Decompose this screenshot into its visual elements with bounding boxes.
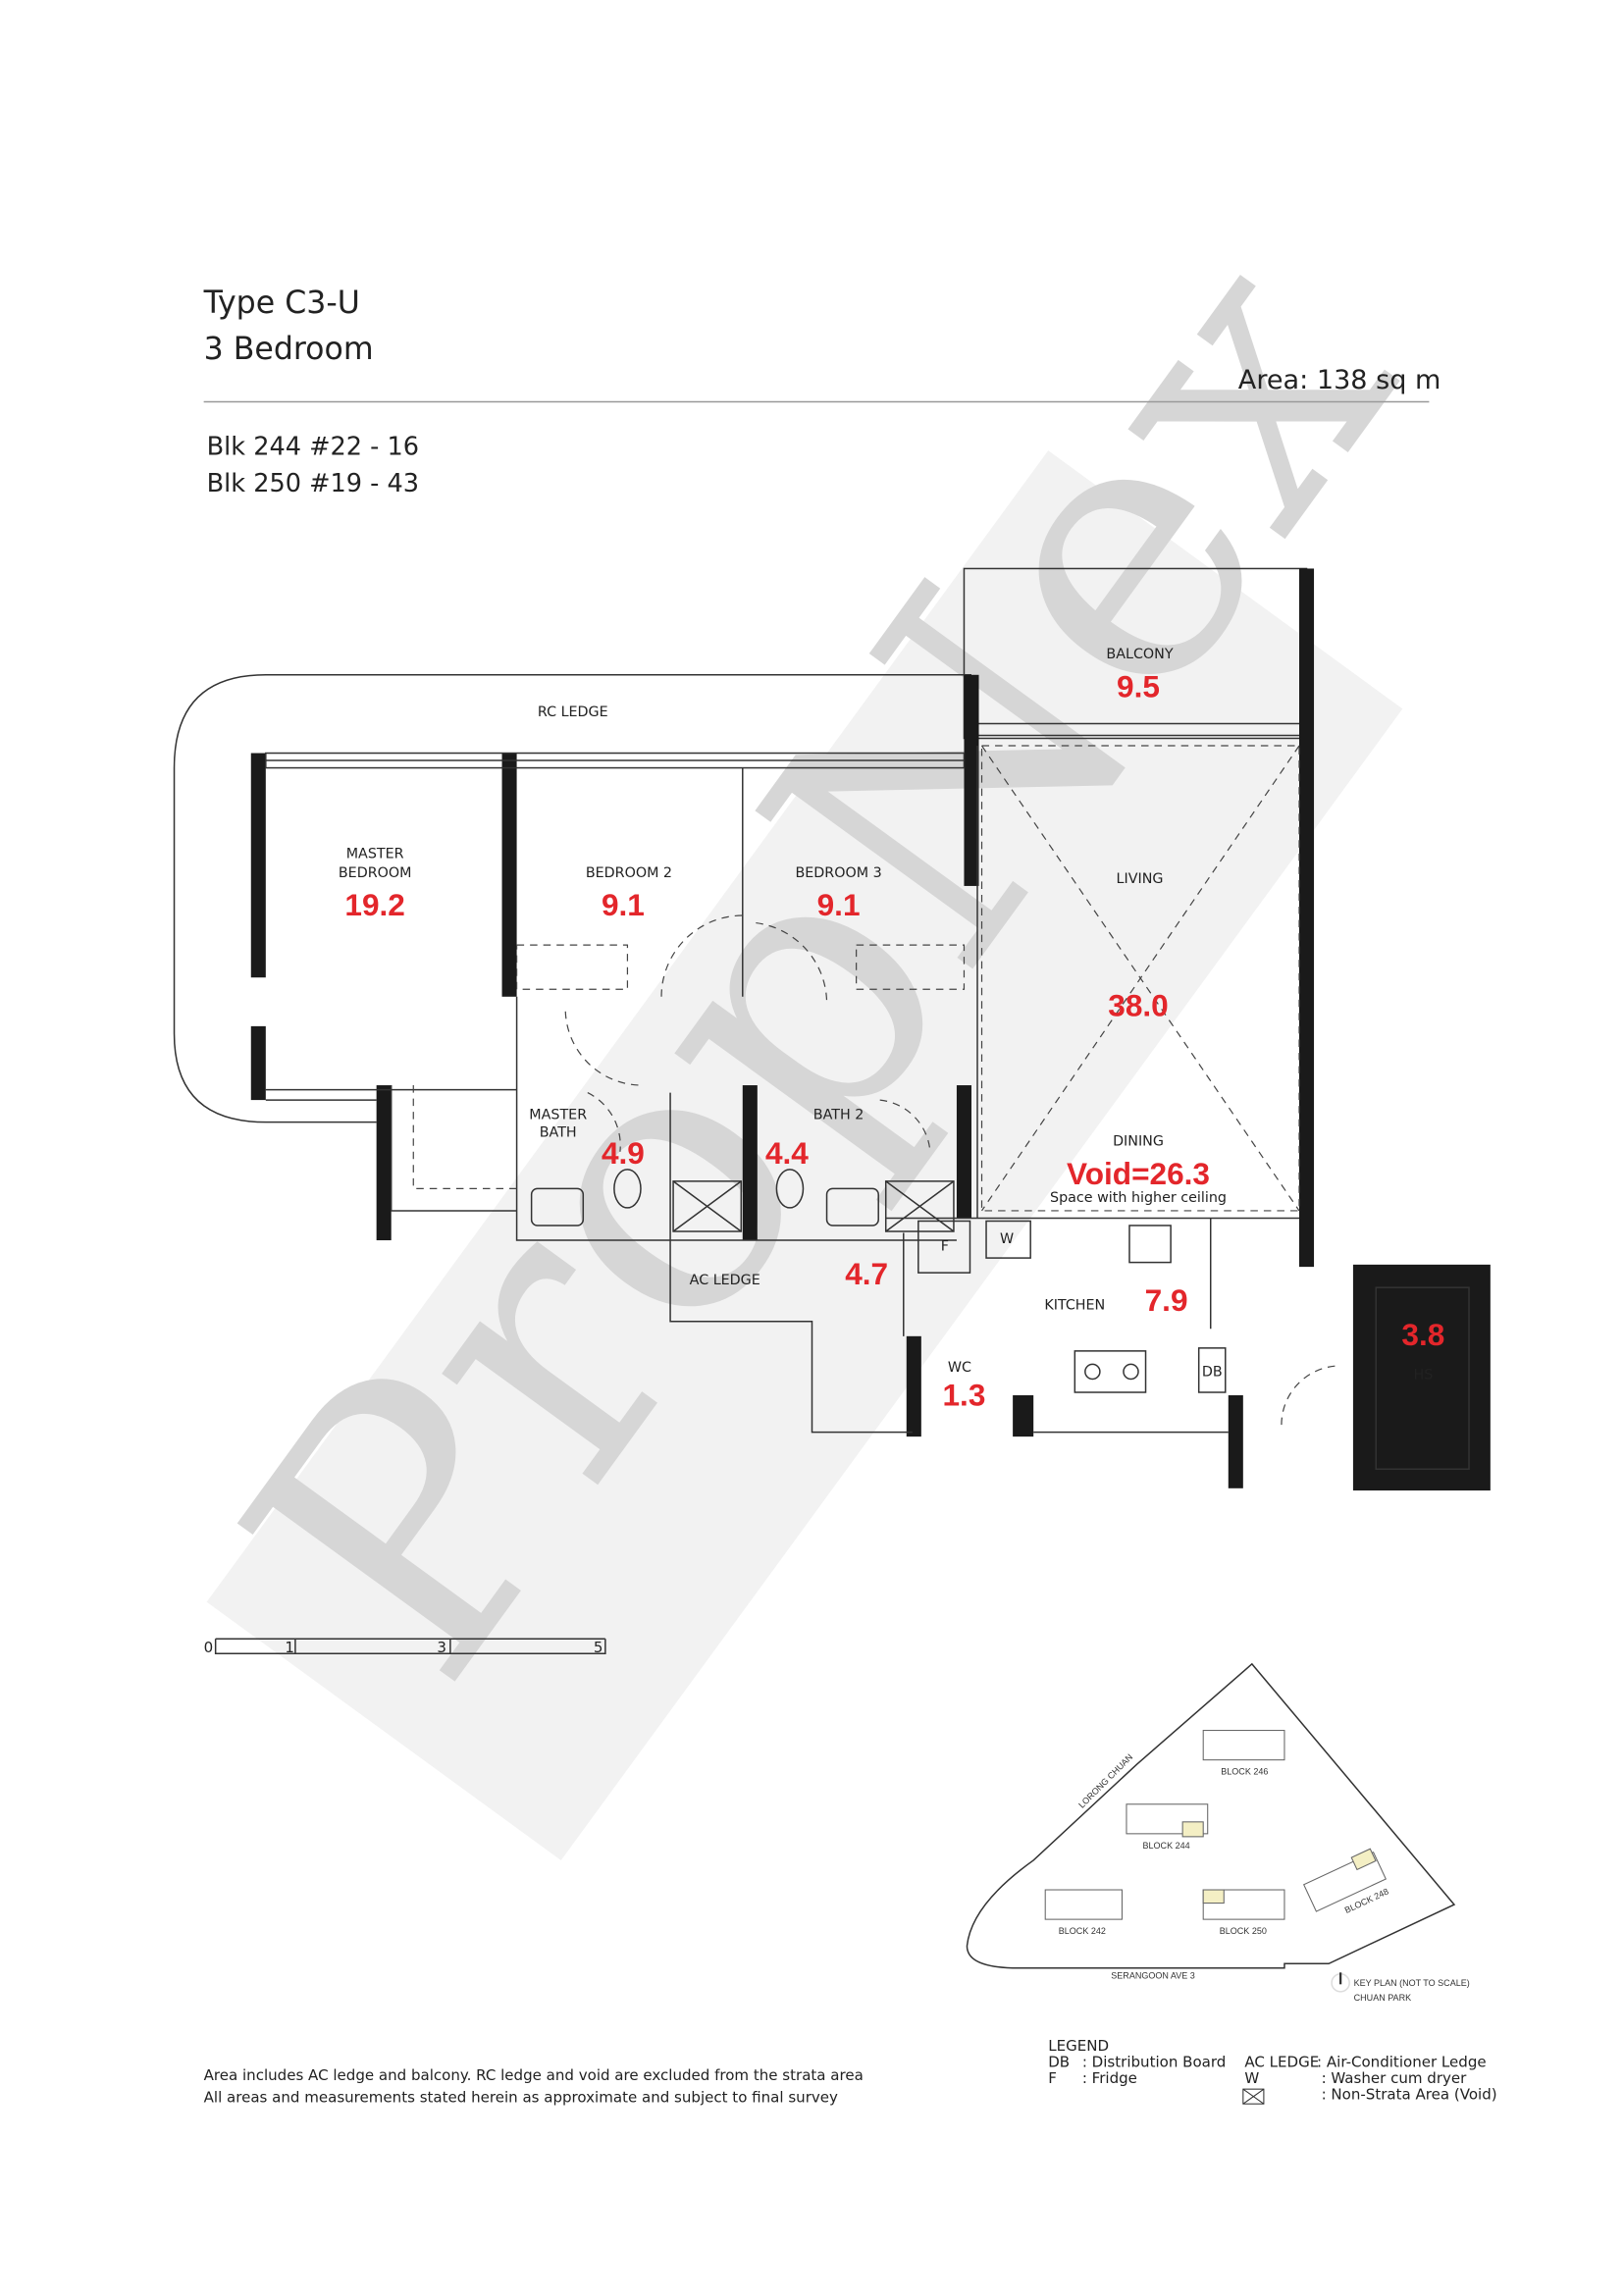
void-marker [672, 1180, 955, 1232]
master-bedroom-label: MASTER [346, 846, 404, 861]
dining-void-area: Void=26.3 [1067, 1156, 1210, 1191]
wc-label: WC [948, 1360, 971, 1376]
dining-label: DINING [1113, 1134, 1164, 1150]
ac-ledge-area: 4.7 [845, 1256, 888, 1291]
hs-label: HS [1413, 1367, 1433, 1383]
master-bath-label: MASTER [529, 1108, 587, 1123]
legend-value-f: : Fridge [1082, 2069, 1137, 2087]
scale-label-3: 3 [437, 1639, 446, 1656]
balcony-area: 9.5 [1117, 668, 1160, 704]
bedroom2-label: BEDROOM 2 [586, 865, 672, 881]
unit-area: Area: 138 sq m [1238, 365, 1441, 395]
scale-bar: 0 1 3 5 [204, 1638, 606, 1656]
void-legend-icon [1242, 2088, 1265, 2105]
scale-label-5: 5 [594, 1639, 603, 1656]
legend-title: LEGEND [1048, 2037, 1109, 2055]
bath2-area: 4.4 [765, 1135, 809, 1171]
bedroom2-area: 9.1 [602, 887, 645, 922]
legend-value-db: : Distribution Board [1082, 2054, 1227, 2071]
master-bedroom-area: 19.2 [344, 887, 404, 922]
kitchen-label: KITCHEN [1044, 1298, 1105, 1314]
hs-area: 3.8 [1401, 1317, 1444, 1352]
legend-value-void: : Non-Strata Area (Void) [1322, 2086, 1497, 2104]
key-plan-title: KEY PLAN (NOT TO SCALE) [1354, 1978, 1470, 1988]
note-survey: All areas and measurements stated herein… [204, 2089, 838, 2107]
ac-ledge-label: AC LEDGE [690, 1273, 760, 1288]
living-label: LIVING [1117, 871, 1164, 887]
legend-key-ac: AC LEDGE [1244, 2054, 1319, 2071]
washer-label: W [1000, 1231, 1014, 1247]
legend-key-db: DB [1048, 2054, 1070, 2071]
living-area: 38.0 [1108, 987, 1168, 1022]
unit-block-2: Blk 250 #19 - 43 [207, 469, 419, 498]
block-248-label: BLOCK 248 [1343, 1887, 1390, 1915]
bedroom3-label: BEDROOM 3 [795, 865, 881, 881]
fridge-label: F [941, 1239, 949, 1255]
unit-block-1: Blk 244 #22 - 16 [207, 433, 419, 462]
bedroom3-area: 9.1 [817, 887, 861, 922]
block-250-label: BLOCK 250 [1220, 1926, 1267, 1936]
balcony-label: BALCONY [1106, 647, 1173, 662]
legend-key-w: W [1244, 2069, 1259, 2087]
master-bedroom-label-2: BEDROOM [339, 865, 412, 881]
scale-label-1: 1 [285, 1639, 294, 1656]
legend: LEGEND DB : Distribution Board F : Fridg… [1048, 2037, 1497, 2105]
key-plan: BLOCK 246 BLOCK 244 BLOCK 242 BLOCK 250 … [966, 1662, 1470, 2003]
block-246-label: BLOCK 246 [1221, 1767, 1268, 1777]
block-244-label: BLOCK 244 [1143, 1841, 1190, 1851]
db-label: DB [1202, 1364, 1223, 1380]
master-bath-area: 4.9 [602, 1135, 645, 1171]
legend-value-w: : Washer cum dryer [1322, 2069, 1468, 2087]
block-242-label: BLOCK 242 [1059, 1926, 1106, 1936]
key-plan-project: CHUAN PARK [1354, 1993, 1411, 2003]
bath2-label: BATH 2 [813, 1108, 864, 1123]
rc-ledge-outline [173, 674, 971, 1123]
watermark-text: PropNex [166, 176, 1473, 1749]
scale-label-0: 0 [204, 1639, 214, 1656]
road-serangoon-ave-3: SERANGOON AVE 3 [1111, 1970, 1195, 1980]
dining-void-note: Space with higher ceiling [1050, 1190, 1227, 1206]
bedroom-count: 3 Bedroom [204, 332, 374, 367]
rc-ledge-label: RC LEDGE [538, 704, 608, 720]
road-lorong-chuan: LORONG CHUAN [1076, 1752, 1134, 1810]
wc-area: 1.3 [943, 1378, 986, 1413]
unit-type: Type C3-U [203, 286, 360, 321]
master-bath-label-2: BATH [540, 1125, 577, 1141]
legend-key-f: F [1048, 2069, 1057, 2087]
legend-value-ac: : Air-Conditioner Ledge [1317, 2054, 1487, 2071]
kitchen-area: 7.9 [1145, 1282, 1188, 1318]
wall [1299, 568, 1315, 1268]
note-area: Area includes AC ledge and balcony. RC l… [204, 2066, 864, 2084]
watermark-band [206, 450, 1403, 1860]
